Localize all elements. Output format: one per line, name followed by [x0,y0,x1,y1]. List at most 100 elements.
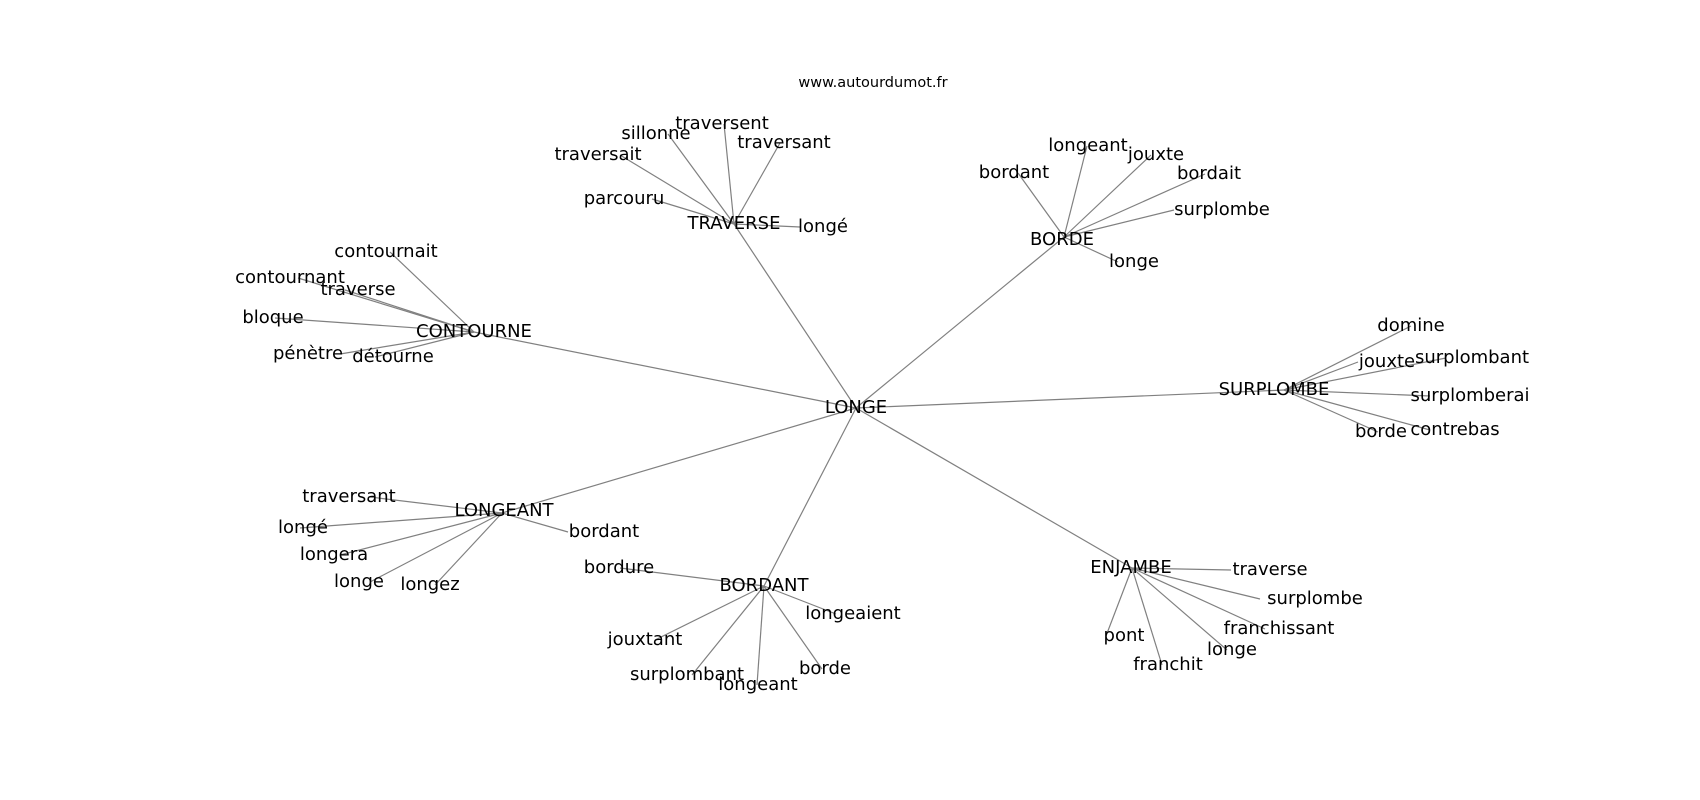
node-leaf-longeant-3[interactable]: longera [300,544,368,565]
node-leaf-traverse-5[interactable]: longé [798,216,848,237]
edge-longeant-2 [501,512,569,533]
edge-bordant-4 [691,585,765,676]
edge-bordant-2 [654,585,765,641]
node-leaf-borde-5[interactable]: longe [1109,251,1159,272]
edge-longeant-1 [299,512,503,529]
edge-center-longeant [501,407,857,514]
edge-enjambe-2 [1131,567,1266,630]
edge-longeant-0 [369,496,503,514]
edge-traverse-3 [619,154,735,225]
node-leaf-enjambe-2[interactable]: franchissant [1224,618,1335,639]
node-leaf-longeant-1[interactable]: longé [278,517,328,538]
node-leaf-enjambe-4[interactable]: pont [1104,625,1145,646]
edge-contourne-3 [274,317,475,333]
node-leaf-traverse-1[interactable]: sillonne [621,123,690,144]
node-leaf-contourne-4[interactable]: pénètre [273,343,343,364]
edge-borde-0 [1063,145,1088,238]
node-leaf-traverse-3[interactable]: traversait [554,144,641,165]
node-center[interactable]: LONGE [825,397,887,418]
node-leaf-borde-3[interactable]: bordait [1177,163,1241,184]
node-leaf-enjambe-3[interactable]: longe [1207,639,1257,660]
edge-enjambe-0 [1131,567,1232,571]
node-leaf-longeant-5[interactable]: longez [400,574,459,595]
node-leaf-traverse-4[interactable]: parcouru [584,188,665,209]
edge-bordant-5 [756,585,765,686]
edge-center-bordant [763,407,857,587]
node-leaf-bordant-0[interactable]: bordure [584,557,654,578]
node-leaf-borde-2[interactable]: bordant [979,162,1049,183]
edge-longeant-4 [369,512,503,583]
edge-traverse-5 [733,223,801,228]
node-leaf-surplombe-5[interactable]: borde [1355,421,1407,442]
node-leaf-contourne-1[interactable]: contournant [235,267,345,288]
edge-surplombe-3 [1283,389,1431,397]
edge-center-surplombe [855,389,1285,409]
node-hub-contourne[interactable]: CONTOURNE [416,321,532,342]
node-leaf-contourne-5[interactable]: détourne [352,346,434,367]
node-leaf-borde-4[interactable]: surplombe [1174,199,1270,220]
edge-borde-2 [1017,172,1065,238]
edge-bordant-1 [763,585,837,615]
node-leaf-surplombe-1[interactable]: jouxte [1358,351,1415,372]
edge-borde-1 [1063,154,1152,238]
edge-traverse-0 [723,123,735,225]
edge-surplombe-5 [1283,389,1379,433]
node-leaf-traverse-2[interactable]: traversant [737,132,831,153]
node-leaf-contourne-0[interactable]: contournait [334,241,437,262]
node-leaf-enjambe-0[interactable]: traverse [1232,559,1307,580]
edge-enjambe-4 [1105,567,1133,637]
edge-center-traverse [733,223,857,409]
site-watermark: www.autourdumot.fr [798,75,947,91]
node-leaf-surplombe-2[interactable]: surplombant [1415,347,1529,368]
edge-traverse-1 [667,133,735,225]
edge-traverse-4 [651,198,735,225]
edge-traverse-2 [733,142,781,225]
node-leaf-bordant-5[interactable]: longeant [718,674,797,695]
node-leaf-surplombe-3[interactable]: surplomberai [1410,385,1529,406]
edge-contourne-2 [344,289,475,333]
edge-borde-3 [1063,173,1206,238]
node-hub-bordant[interactable]: BORDANT [719,575,809,596]
node-hub-surplombe[interactable]: SURPLOMBE [1219,379,1330,400]
edge-enjambe-5 [1131,567,1163,666]
edge-contourne-0 [389,251,475,333]
node-leaf-longeant-4[interactable]: longe [334,571,384,592]
node-leaf-longeant-0[interactable]: traversant [302,486,396,507]
edge-borde-5 [1063,236,1119,263]
node-leaf-bordant-3[interactable]: borde [799,658,851,679]
edge-bordant-3 [763,585,823,670]
edge-enjambe-3 [1131,567,1228,651]
edge-surplombe-2 [1283,357,1447,391]
node-leaf-bordant-4[interactable]: surplombant [630,664,744,685]
node-hub-borde[interactable]: BORDE [1030,229,1094,250]
graph-edges [274,123,1447,686]
edge-center-enjambe [855,407,1133,569]
edge-bordant-0 [619,567,765,587]
edge-surplombe-1 [1283,361,1359,391]
edge-surplombe-4 [1283,389,1431,431]
edge-center-contourne [473,331,857,409]
node-leaf-bordant-1[interactable]: longeaient [805,603,901,624]
edge-surplombe-0 [1283,325,1412,391]
edge-longeant-5 [434,512,503,586]
node-leaf-traverse-0[interactable]: traversent [675,113,769,134]
edge-center-borde [855,236,1065,409]
edge-contourne-5 [374,331,475,358]
node-leaf-borde-0[interactable]: longeant [1048,135,1127,156]
node-leaf-contourne-2[interactable]: traverse [320,279,395,300]
node-leaf-enjambe-1[interactable]: surplombe [1267,588,1363,609]
node-leaf-contourne-3[interactable]: bloque [242,307,303,328]
node-leaf-surplombe-4[interactable]: contrebas [1410,419,1499,440]
node-hub-longeant[interactable]: LONGEANT [454,500,554,521]
node-leaf-borde-1[interactable]: jouxte [1127,144,1184,165]
node-leaf-surplombe-0[interactable]: domine [1377,315,1444,336]
edge-contourne-4 [339,331,475,355]
node-leaf-enjambe-5[interactable]: franchit [1133,654,1203,675]
node-leaf-longeant-2[interactable]: bordant [569,521,639,542]
node-hub-traverse[interactable]: TRAVERSE [687,213,781,234]
edge-longeant-3 [339,512,503,556]
node-leaf-bordant-2[interactable]: jouxtant [607,629,683,650]
node-hub-enjambe[interactable]: ENJAMBE [1090,557,1171,578]
